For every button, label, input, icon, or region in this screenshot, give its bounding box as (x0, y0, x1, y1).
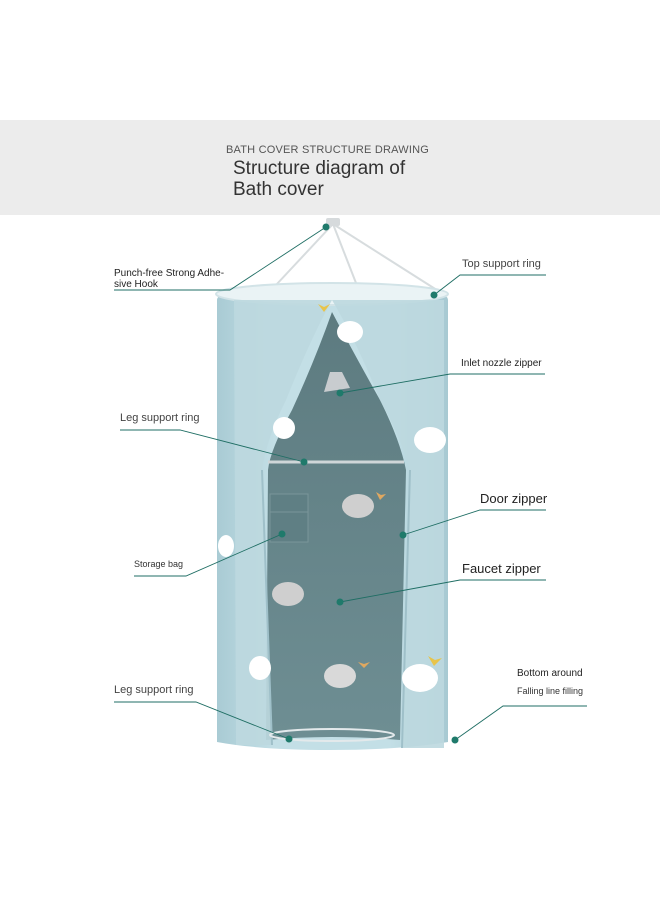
label-top-ring: Top support ring (462, 258, 541, 270)
whale-pattern (218, 321, 446, 692)
hanging-strings (275, 223, 441, 293)
whale-tails (318, 304, 442, 668)
label-hook-line2: sive Hook (114, 279, 158, 290)
storage-bag (269, 493, 309, 543)
leader-dots (278, 223, 459, 744)
top-ring (215, 282, 449, 306)
bottom-ring (269, 728, 395, 742)
label-door-zipper: Door zipper (480, 491, 548, 506)
label-faucet-zipper: Faucet zipper (462, 561, 541, 576)
door-opening (266, 312, 406, 740)
label-inlet-zipper: Inlet nozzle zipper (461, 358, 542, 369)
label-hook-line1: Punch-free Strong Adhe- (114, 268, 225, 279)
label-leg-ring-lower: Leg support ring (114, 684, 194, 696)
hook-icon (326, 218, 340, 226)
label-bottom-around: Bottom around (517, 668, 583, 679)
label-storage-bag: Storage bag (134, 559, 184, 569)
leader-lines (114, 226, 587, 741)
banner-title-line2: Bath cover (233, 179, 324, 200)
label-leg-ring-upper: Leg support ring (120, 412, 200, 424)
label-falling-line: Falling line filling (517, 686, 584, 696)
banner-subtitle: BATH COVER STRUCTURE DRAWING (226, 144, 429, 156)
title-banner: BATH COVER STRUCTURE DRAWING Structure d… (0, 120, 660, 215)
inlet-fitting (324, 372, 350, 392)
banner-title-line1: Structure diagram of (233, 158, 406, 179)
